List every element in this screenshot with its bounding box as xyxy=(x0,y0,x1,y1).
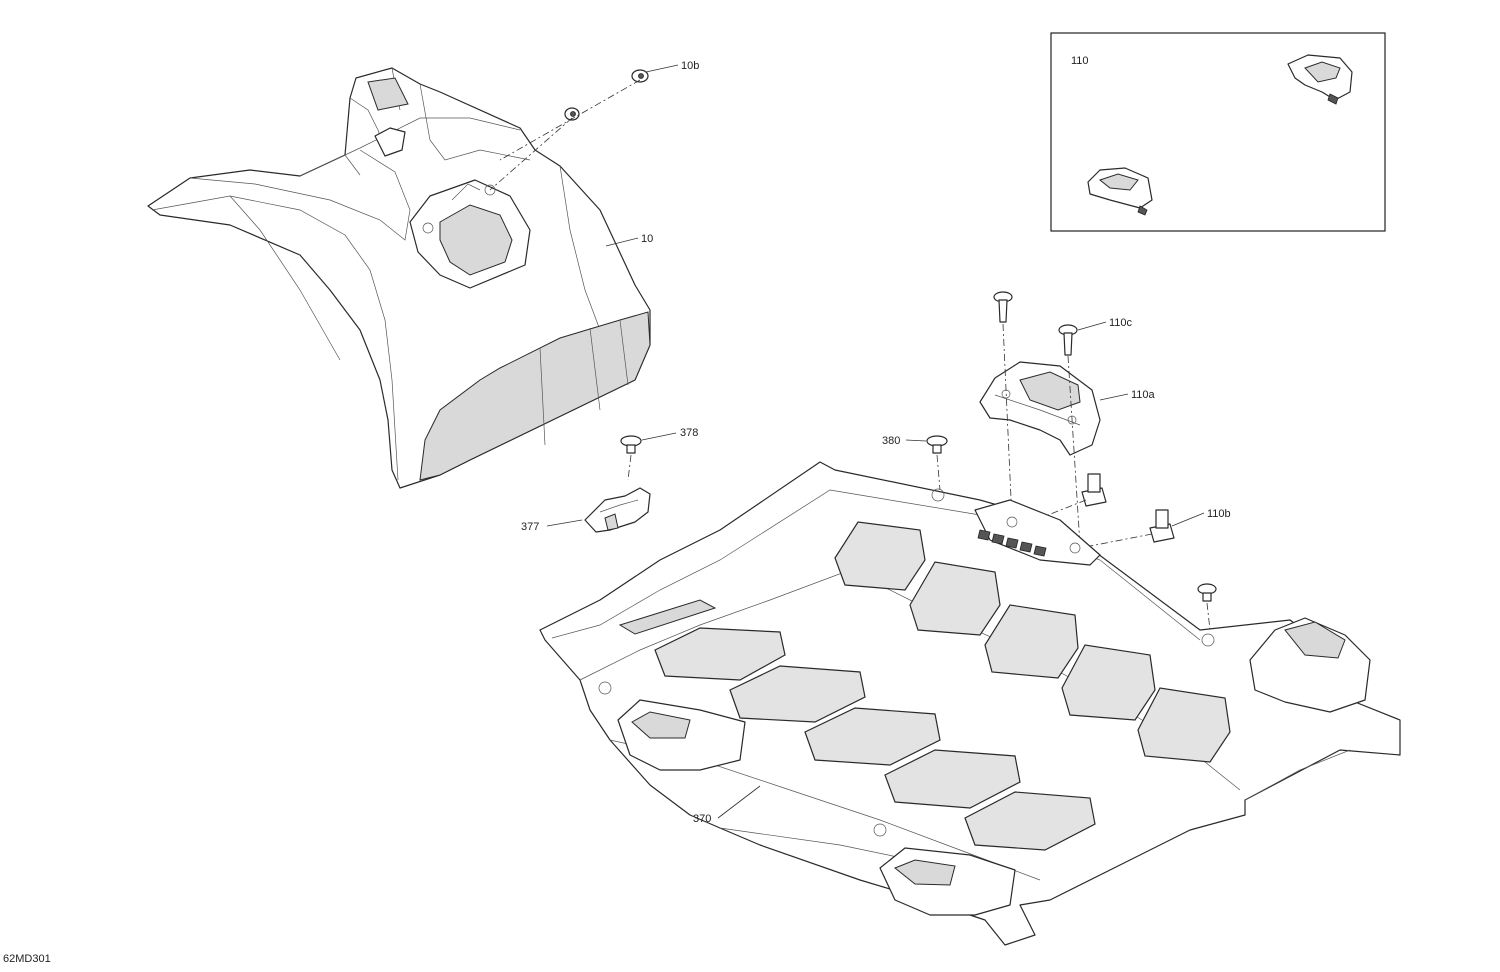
part-378-rivet xyxy=(620,435,642,481)
part-370-skid-plate xyxy=(539,461,1401,946)
callout-labels: 110 10b 10 110c 110a 380 378 377 110b 37… xyxy=(3,55,1231,965)
callout-10b: 10b xyxy=(681,60,699,72)
part-110a-handle xyxy=(979,361,1101,456)
callout-380: 380 xyxy=(882,435,900,447)
part-10b-bolts xyxy=(489,69,649,191)
callout-110b: 110b xyxy=(1207,508,1231,520)
inset-label: 110 xyxy=(1071,55,1089,67)
part-377-clip xyxy=(584,487,651,533)
part-380-rivets xyxy=(926,435,1217,631)
callout-110a: 110a xyxy=(1131,389,1156,401)
part-110b-nuts xyxy=(1014,473,1175,549)
callout-10: 10 xyxy=(641,233,653,245)
callout-377: 377 xyxy=(521,521,539,533)
callout-378: 378 xyxy=(680,427,698,439)
inset-box-110 xyxy=(1050,32,1386,232)
leader-lines xyxy=(546,64,1205,819)
part-110c-screws xyxy=(993,291,1081,546)
callout-110c: 110c xyxy=(1109,317,1133,329)
part-10-rear-cover xyxy=(147,67,651,489)
diagram-code: 62MD301 xyxy=(3,953,51,965)
callout-370: 370 xyxy=(693,813,711,825)
